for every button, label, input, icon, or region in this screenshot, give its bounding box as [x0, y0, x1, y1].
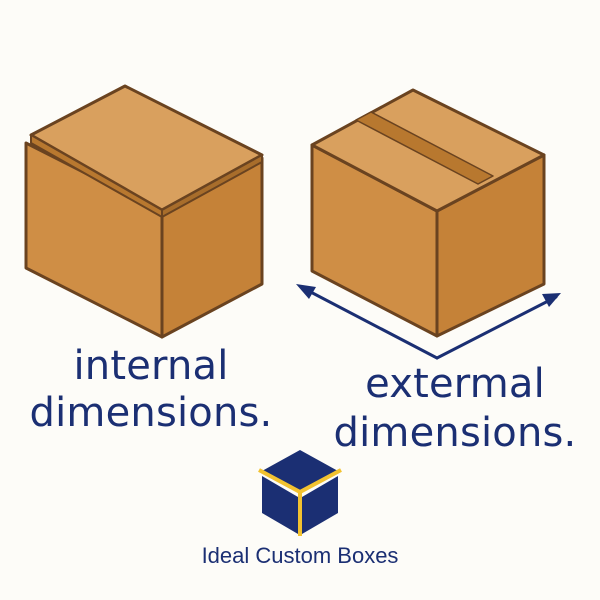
dimension-arrow-right-line	[435, 295, 558, 360]
arrowhead-right-icon	[542, 293, 561, 307]
external-box-tape	[355, 111, 494, 185]
external-dimensions-caption: extermal dimensions.	[310, 360, 600, 458]
cube-logo-icon	[258, 450, 342, 536]
arrowhead-left-icon	[296, 284, 316, 299]
internal-box-illustration	[24, 84, 264, 339]
cube-logo-right	[302, 476, 338, 534]
internal-caption-line-1: internal	[73, 343, 229, 389]
internal-caption-line-2: dimensions.	[29, 390, 273, 436]
dimension-arrow-left-line	[301, 286, 439, 360]
dimension-arrows	[296, 284, 561, 360]
internal-dimensions-caption: internal dimensions.	[0, 343, 302, 437]
external-caption-line-2: dimensions.	[333, 410, 577, 456]
external-caption-line-1: extermal	[365, 361, 545, 407]
internal-box-lid-edge-side	[161, 154, 263, 218]
external-box-illustration	[310, 88, 546, 338]
cube-logo-left	[262, 476, 298, 534]
brand-name: Ideal Custom Boxes	[201, 543, 399, 568]
